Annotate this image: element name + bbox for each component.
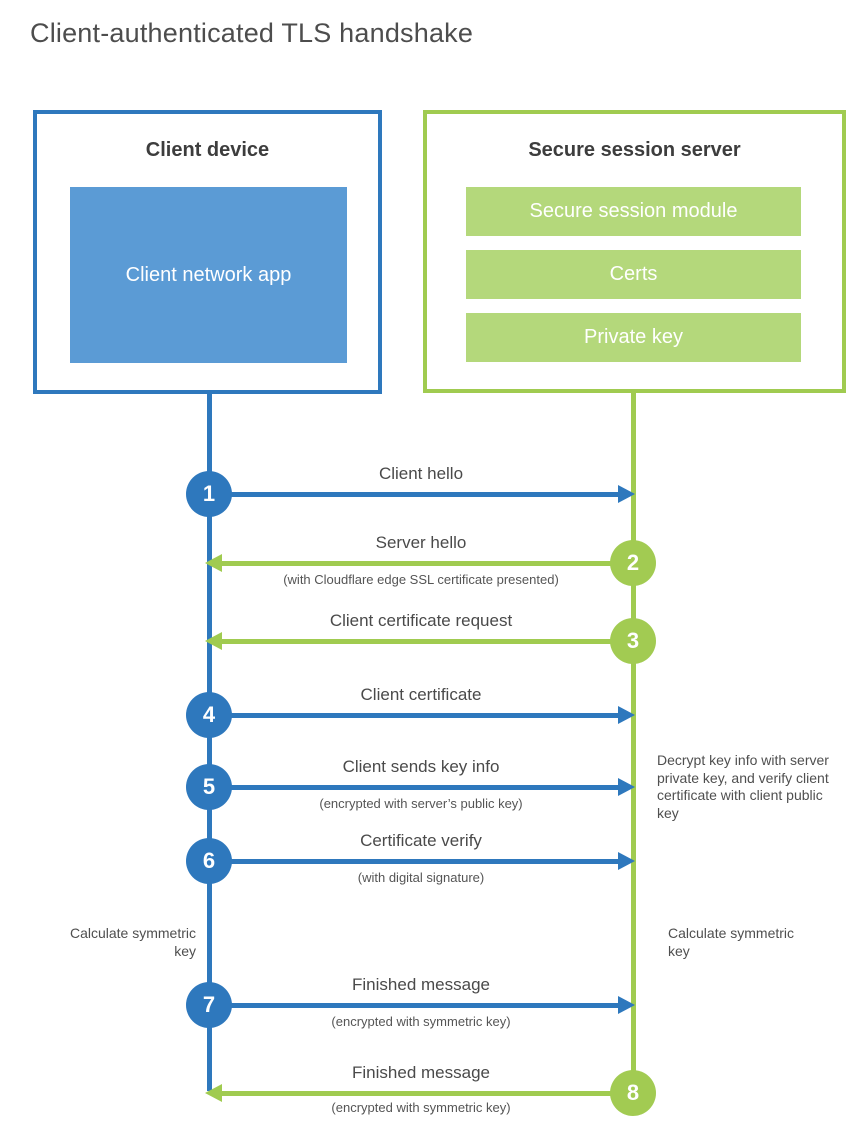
arrowhead-right-icon — [618, 996, 635, 1014]
arrowhead-right-icon — [618, 852, 635, 870]
arrow-6-shaft — [230, 859, 620, 864]
client-device-box: Client device Client network app — [33, 110, 382, 394]
message-label-server-hello: Server hello — [375, 533, 467, 552]
message-sublabel-client-sends-key-info: (encrypted with server’s public key) — [319, 796, 523, 811]
step-badge-4: 4 — [186, 692, 232, 738]
module-bar-private-key: Private key — [466, 313, 801, 362]
arrow-4-shaft — [230, 713, 620, 718]
note-decrypt-key-info: Decrypt key info with server private key… — [657, 752, 829, 821]
module-bar-certs: Certs — [466, 250, 801, 299]
secure-session-server-box: Secure session server Secure session mod… — [423, 110, 846, 393]
arrow-7-shaft — [230, 1003, 620, 1008]
message-label-client-certificate-request: Client certificate request — [329, 611, 513, 630]
client-lifeline — [207, 394, 212, 1091]
message-label-client-sends-key-info: Client sends key info — [342, 757, 500, 776]
message-label-finished-message-server: Finished message — [352, 1063, 490, 1082]
step-badge-1: 1 — [186, 471, 232, 517]
arrow-5-shaft — [230, 785, 620, 790]
arrow-8-shaft — [222, 1091, 612, 1096]
message-sublabel-finished-message-server: (encrypted with symmetric key) — [331, 1100, 511, 1115]
step-badge-3: 3 — [610, 618, 656, 664]
message-label-client-hello: Client hello — [378, 464, 464, 483]
step-badge-6: 6 — [186, 838, 232, 884]
arrowhead-left-icon — [205, 1084, 222, 1102]
note-calculate-symmetric-key-client: Calculate symmetric key — [69, 925, 196, 959]
arrowhead-right-icon — [618, 778, 635, 796]
secure-session-server-title: Secure session server — [528, 139, 741, 161]
message-sublabel-certificate-verify: (with digital signature) — [357, 870, 485, 885]
page-title: Client-authenticated TLS handshake — [30, 18, 474, 48]
step-badge-2: 2 — [610, 540, 656, 586]
arrow-3-shaft — [222, 639, 612, 644]
step-badge-7: 7 — [186, 982, 232, 1028]
step-badge-8: 8 — [610, 1070, 656, 1116]
message-label-client-certificate: Client certificate — [360, 685, 482, 704]
note-calculate-symmetric-key-server: Calculate symmetric key — [668, 925, 795, 959]
client-device-title: Client device — [145, 139, 270, 161]
client-network-app-label: Client network app — [125, 263, 292, 286]
message-sublabel-finished-message-client: (encrypted with symmetric key) — [331, 1014, 511, 1029]
arrowhead-right-icon — [618, 485, 635, 503]
message-sublabel-server-hello: (with Cloudflare edge SSL certificate pr… — [283, 572, 559, 587]
step-badge-5: 5 — [186, 764, 232, 810]
server-lifeline — [631, 393, 636, 1093]
arrowhead-left-icon — [205, 554, 222, 572]
arrowhead-right-icon — [618, 706, 635, 724]
client-network-app-box: Client network app — [70, 187, 347, 363]
arrow-2-shaft — [222, 561, 612, 566]
message-label-certificate-verify: Certificate verify — [360, 831, 482, 850]
message-label-finished-message-client: Finished message — [352, 975, 490, 994]
arrow-1-shaft — [230, 492, 620, 497]
module-bar-secure-session-module: Secure session module — [466, 187, 801, 236]
arrowhead-left-icon — [205, 632, 222, 650]
